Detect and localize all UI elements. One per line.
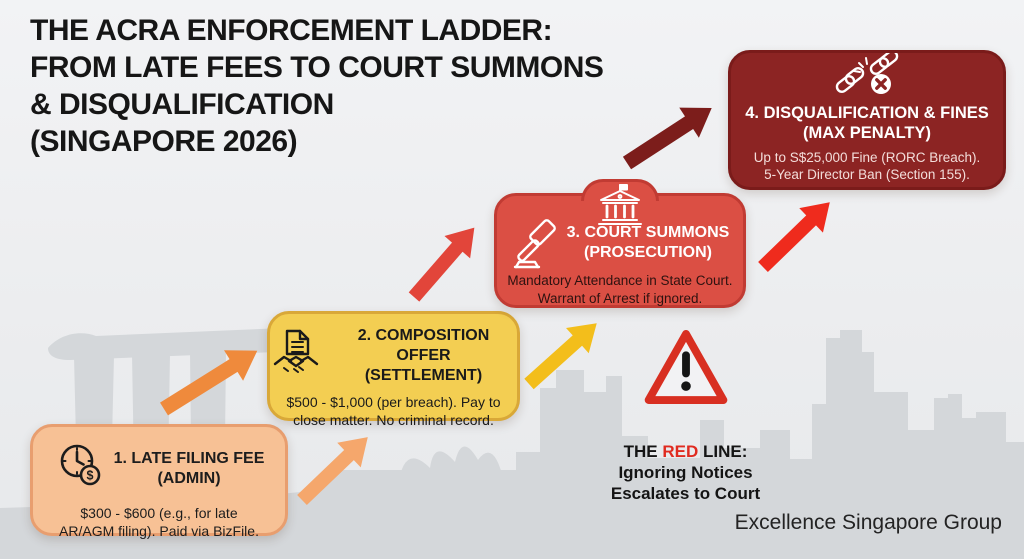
- arrow-step1-to-step2: [160, 350, 258, 416]
- clock-dollar-icon: $: [54, 440, 106, 497]
- step-4-body: Up to S$25,000 Fine (RORC Breach). 5-Yea…: [753, 150, 981, 182]
- step-2-body: $500 - $1,000 (per breach). Pay to close…: [286, 394, 501, 428]
- courthouse-icon: [589, 183, 651, 232]
- gavel-icon: [509, 218, 563, 279]
- arrow-shape: [758, 202, 830, 273]
- step-4-title: 4. DISQUALIFICATION & FINES (MAX PENALTY…: [745, 104, 989, 142]
- svg-text:$: $: [86, 469, 93, 483]
- exclamation-bar: [681, 351, 690, 378]
- step-1-body: $300 - $600 (e.g., for late AR/AGM filin…: [59, 505, 259, 539]
- warning-text-highlight: RED: [662, 442, 699, 461]
- warning-triangle-icon: [588, 327, 783, 412]
- step-3-body: Mandatory Attendance in State Court. War…: [507, 273, 733, 306]
- warning-text: THE RED LINE: Ignoring Notices Escalates…: [588, 420, 783, 525]
- right-skyline: [516, 330, 1024, 559]
- exclamation-dot: [680, 381, 691, 391]
- red-line-warning: THE RED LINE: Ignoring Notices Escalates…: [588, 327, 783, 525]
- step-1-late-filing-fee: $ 1. LATE FILING FEE (ADMIN) $300 - $600…: [30, 424, 288, 539]
- step-1-title: 1. LATE FILING FEE (ADMIN): [113, 449, 265, 487]
- warning-text-prefix: THE: [623, 442, 663, 461]
- step-3-title: 3. COURT SUMMONS (PROSECUTION): [566, 224, 730, 261]
- step-2-header: 2. COMPOSITION OFFER (SETTLEMENT): [270, 326, 517, 386]
- step-3-court-summons: 3. COURT SUMMONS (PROSECUTION) Mandatory…: [494, 179, 746, 308]
- arrow-under-step4: [758, 202, 830, 273]
- page-title: THE ACRA ENFORCEMENT LADDER: FROM LATE F…: [30, 14, 604, 158]
- arrow-shape: [622, 107, 712, 170]
- broken-chain-icon: [830, 50, 904, 101]
- document-handshake-icon: [270, 328, 322, 385]
- brand-footer: Excellence Singapore Group: [734, 511, 1002, 534]
- warning-text-suffix: LINE:: [698, 442, 748, 461]
- step-2-composition-offer: 2. COMPOSITION OFFER (SETTLEMENT) $500 -…: [267, 311, 520, 428]
- arrow-shape: [524, 323, 597, 390]
- arrow-shape: [408, 227, 475, 302]
- step-4-disqualification-fines: 4. DISQUALIFICATION & FINES (MAX PENALTY…: [728, 50, 1006, 190]
- arrow-step2-to-step3: [408, 227, 475, 302]
- arrow-under-step2: [297, 437, 368, 506]
- step-2-title: 2. COMPOSITION OFFER (SETTLEMENT): [357, 327, 490, 384]
- step-1-header: $ 1. LATE FILING FEE (ADMIN): [33, 440, 285, 497]
- warning-text-lines: Ignoring Notices Escalates to Court: [610, 463, 761, 503]
- arrow-under-step3: [524, 323, 597, 390]
- arrow-shape: [160, 350, 258, 416]
- arrow-step3-to-step4: [622, 107, 712, 170]
- arrow-shape: [297, 437, 368, 506]
